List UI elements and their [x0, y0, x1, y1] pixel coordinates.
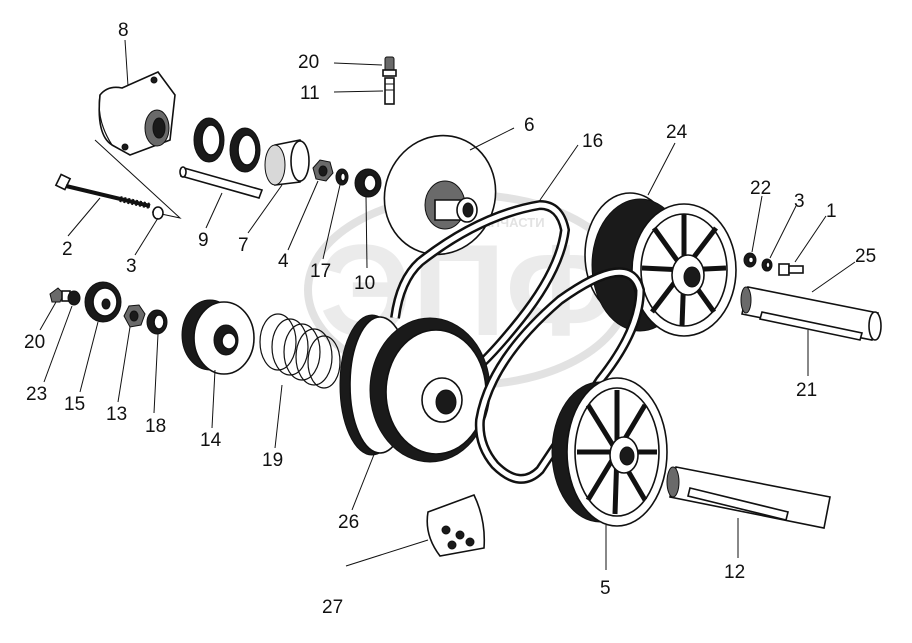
label-16: 16	[582, 131, 603, 152]
label-3-right: 3	[794, 191, 805, 212]
part-13-nut	[123, 304, 146, 328]
label-8: 8	[118, 20, 129, 41]
label-4: 4	[278, 251, 289, 272]
label-26: 26	[338, 512, 359, 533]
label-12: 12	[724, 562, 745, 583]
part-21-key	[758, 311, 864, 341]
label-6: 6	[524, 115, 535, 136]
label-3-left: 3	[126, 256, 137, 277]
part-18-ring	[146, 309, 168, 335]
part-22-washer	[743, 252, 757, 268]
part-23-washer	[67, 290, 81, 306]
part-14-pulley-half	[181, 299, 255, 375]
label-17: 17	[310, 261, 331, 282]
part-25-shaft	[740, 286, 882, 341]
part-19-spring	[259, 313, 341, 389]
label-19: 19	[262, 450, 283, 471]
label-25: 25	[855, 246, 876, 267]
label-7: 7	[238, 235, 249, 256]
part-12-key	[687, 487, 789, 521]
lower-shaft	[666, 466, 831, 529]
part-20-grease-fitting-left	[49, 287, 71, 303]
label-2: 2	[62, 239, 73, 260]
part-24-pulley-upper	[584, 192, 737, 337]
part-10-bearing	[354, 168, 382, 198]
label-13: 13	[106, 404, 127, 425]
part-4-nut	[312, 159, 334, 182]
part-2-bolt	[54, 173, 151, 209]
part-6-disc	[383, 134, 497, 256]
part-20-grease-fitting-top	[382, 56, 397, 77]
leader-lines	[39, 39, 856, 570]
label-23: 23	[26, 384, 47, 405]
part-3-washer-right	[761, 258, 773, 272]
label-11: 11	[300, 83, 320, 104]
label-21: 21	[796, 380, 817, 401]
label-10: 10	[354, 273, 375, 294]
label-20-left: 20	[24, 332, 45, 353]
label-5: 5	[600, 578, 611, 599]
part-17-washer	[335, 168, 349, 186]
part-15-cover	[84, 281, 122, 323]
bearing-ring-a	[193, 117, 225, 163]
part-labels: 8 20 11 6 16 24 22 3 1 25 21 12 5 27 26 …	[24, 20, 876, 618]
label-24: 24	[666, 122, 688, 143]
label-18: 18	[145, 416, 166, 437]
label-15: 15	[64, 394, 85, 415]
part-7-bushing	[264, 139, 310, 186]
part-9-pin	[179, 166, 264, 199]
label-1: 1	[826, 201, 837, 222]
label-9: 9	[198, 230, 209, 251]
label-14: 14	[200, 430, 222, 451]
part-11-stud	[384, 77, 395, 105]
part-1-bolt	[778, 263, 804, 276]
part-26-pulley	[339, 314, 491, 463]
label-27: 27	[322, 597, 343, 618]
bearing-ring-b	[229, 127, 261, 173]
label-22: 22	[750, 178, 771, 199]
part-5-pulley-lower	[551, 377, 668, 527]
part-27-belt-connector	[426, 493, 486, 557]
part-8-housing	[98, 71, 176, 156]
label-20-top: 20	[298, 52, 319, 73]
part-3-washer-left	[152, 206, 164, 220]
